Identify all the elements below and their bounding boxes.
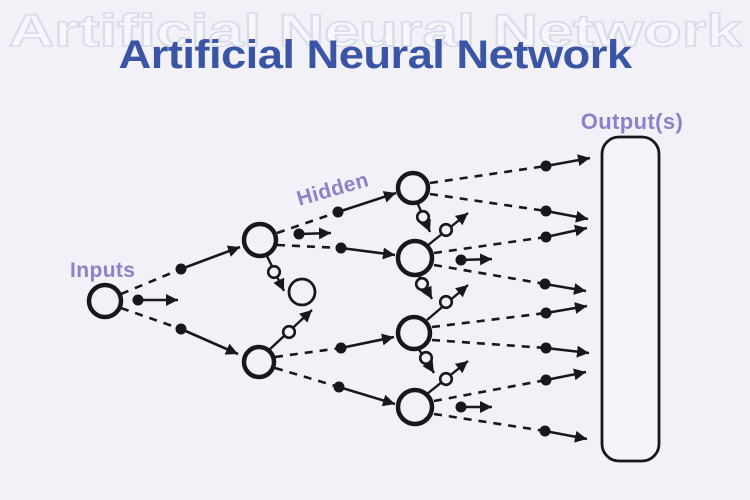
network-graph bbox=[86, 154, 591, 443]
connection-arrow-line bbox=[180, 327, 239, 356]
synapse-link bbox=[415, 201, 432, 233]
weighted-connection bbox=[433, 368, 587, 403]
neuron-hidden1-bottom bbox=[241, 344, 277, 380]
dot-arrow bbox=[132, 294, 178, 306]
weight-dot bbox=[333, 381, 345, 393]
synapse-circle bbox=[414, 276, 430, 292]
connection-arrow-line bbox=[340, 246, 396, 260]
connection-arrow-line bbox=[545, 368, 587, 382]
neuron-hidden2-1 bbox=[395, 170, 431, 206]
watermark-title: Artificial Neural Network bbox=[9, 5, 743, 56]
connection-arrow-line bbox=[337, 191, 397, 214]
weight-dot bbox=[335, 242, 347, 254]
weighted-connection bbox=[431, 302, 588, 329]
weighted-connection bbox=[120, 245, 241, 296]
bias-node bbox=[287, 277, 317, 307]
neuron-hidden2-3 bbox=[395, 314, 433, 352]
connection-dashed-line bbox=[429, 164, 547, 185]
connection-dashed-line bbox=[274, 346, 342, 359]
connection-dashed-line bbox=[433, 378, 547, 403]
neuron-hidden1-top bbox=[241, 221, 279, 259]
synapse-link bbox=[426, 360, 469, 395]
weight-dot bbox=[540, 374, 552, 386]
synapse-circle bbox=[438, 371, 454, 387]
neuron-input bbox=[86, 282, 124, 320]
weight-dot bbox=[539, 278, 551, 290]
weight-dot bbox=[175, 263, 187, 275]
weighted-connection bbox=[120, 306, 239, 356]
inputs-label: Inputs bbox=[70, 259, 135, 282]
synapse-link bbox=[426, 284, 469, 321]
dot-arrow bbox=[293, 227, 332, 240]
connection-dashed-line bbox=[276, 243, 342, 250]
connection-arrow-line bbox=[545, 345, 590, 358]
weighted-connection bbox=[429, 154, 591, 185]
connection-dashed-line bbox=[274, 366, 340, 389]
synapse-circle bbox=[281, 324, 297, 340]
connection-dashed-line bbox=[431, 311, 547, 329]
weighted-connection bbox=[276, 242, 396, 260]
synapse-link bbox=[268, 309, 313, 351]
weighted-connection bbox=[429, 192, 589, 223]
weight-dot bbox=[540, 205, 552, 217]
synapse-link bbox=[416, 347, 436, 374]
weight-dot bbox=[540, 160, 552, 172]
dot-arrow bbox=[455, 401, 492, 413]
synapse-circle bbox=[266, 264, 282, 280]
connection-arrow-line bbox=[545, 154, 591, 168]
weight-dot bbox=[539, 425, 551, 437]
weight-dot bbox=[293, 228, 305, 240]
synapse-circle bbox=[415, 209, 431, 225]
connection-dashed-line bbox=[120, 306, 182, 331]
neuron-hidden2-2 bbox=[395, 238, 435, 278]
connection-dashed-line bbox=[433, 235, 547, 255]
weight-dot bbox=[332, 206, 344, 218]
connection-arrow-line bbox=[545, 209, 589, 223]
dot-arrow bbox=[455, 253, 493, 266]
weight-dot bbox=[540, 231, 552, 243]
synapse-link bbox=[414, 273, 434, 300]
weighted-connection bbox=[431, 338, 590, 358]
weighted-connection bbox=[276, 191, 397, 235]
weighted-connection bbox=[274, 333, 395, 359]
connection-arrow-line bbox=[545, 224, 588, 239]
weight-dot bbox=[540, 342, 552, 354]
page-title: Artificial Neural Network bbox=[119, 33, 633, 77]
connection-arrow-line bbox=[338, 385, 396, 407]
connection-dashed-line bbox=[433, 263, 546, 286]
outputs-label: Output(s) bbox=[581, 109, 684, 134]
synapse-circle bbox=[438, 294, 454, 310]
weight-dot bbox=[175, 323, 187, 335]
weight-dot bbox=[132, 294, 144, 306]
connection-dashed-line bbox=[276, 210, 339, 235]
weight-dot bbox=[335, 342, 347, 354]
connection-arrow-line bbox=[545, 302, 588, 315]
weight-dot bbox=[455, 254, 467, 266]
connection-dashed-line bbox=[429, 192, 547, 213]
synapse-link bbox=[426, 212, 469, 247]
weight-dot bbox=[540, 307, 552, 319]
connection-arrow-line bbox=[544, 282, 587, 295]
synapse-circle bbox=[418, 350, 434, 366]
weight-dot bbox=[455, 401, 467, 413]
connection-arrow-line bbox=[180, 245, 241, 271]
synapse-circle bbox=[438, 222, 454, 238]
connection-dashed-line bbox=[433, 412, 546, 433]
weighted-connection bbox=[433, 412, 588, 443]
synapse-link bbox=[264, 253, 286, 292]
connection-dashed-line bbox=[120, 267, 182, 296]
connection-arrow-line bbox=[340, 333, 395, 350]
weighted-connection bbox=[433, 224, 588, 255]
connection-arrow-line bbox=[544, 429, 588, 443]
connection-dashed-line bbox=[431, 338, 547, 350]
weighted-connection bbox=[274, 366, 396, 407]
weighted-connection bbox=[433, 263, 587, 295]
output-box bbox=[600, 135, 661, 463]
neuron-hidden2-4 bbox=[395, 387, 435, 427]
